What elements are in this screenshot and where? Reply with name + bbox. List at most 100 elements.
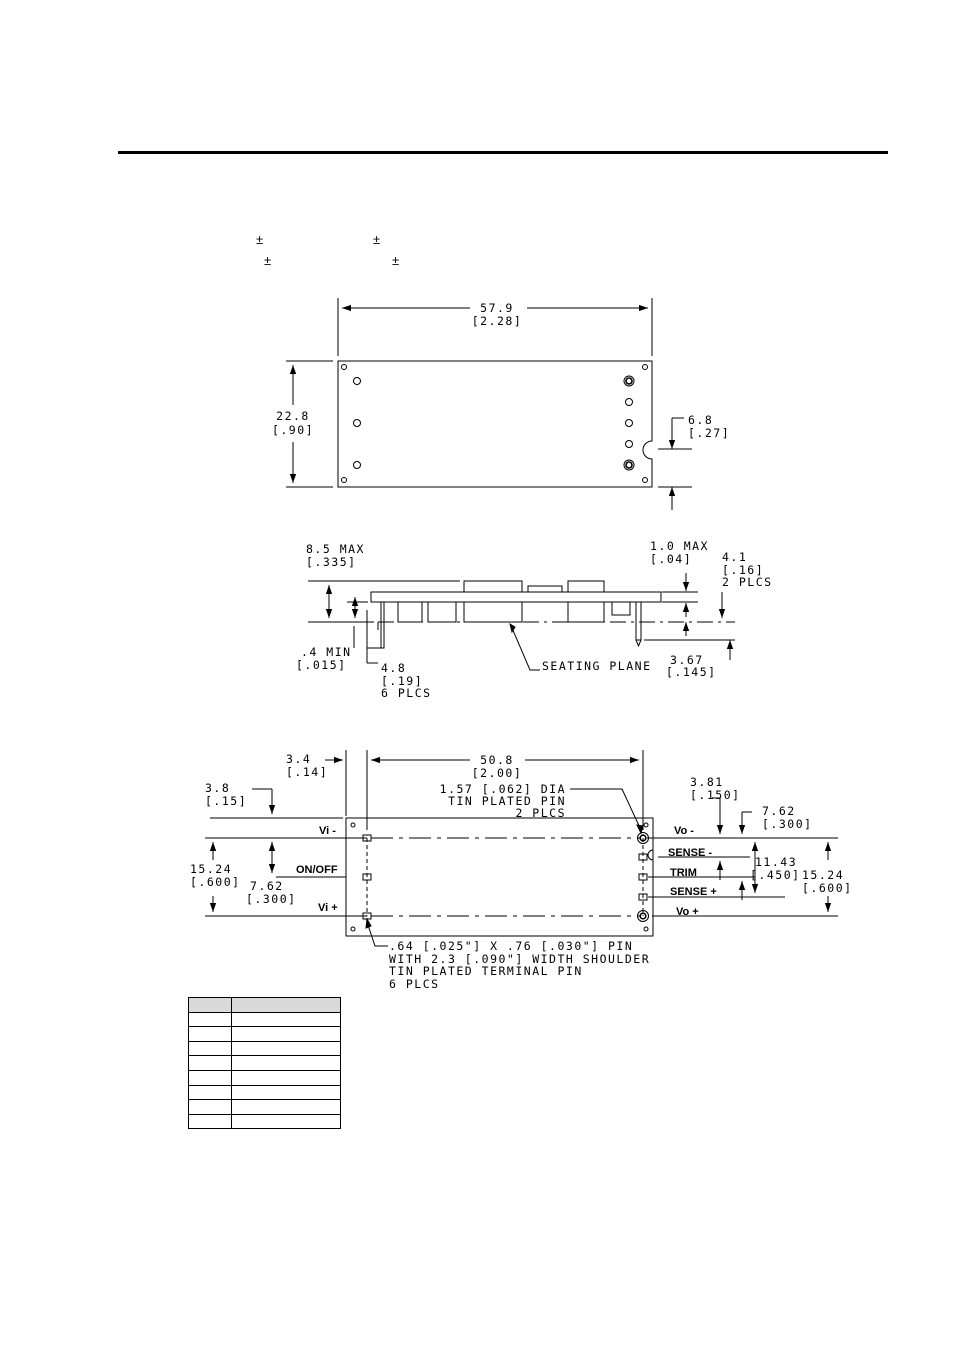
signal-sense-plus: SENSE + [670,886,717,898]
pin-table-header [188,997,341,1013]
signal-trim: TRIM [670,867,697,879]
signal-vi-plus: Vi + [318,902,338,914]
small-pin [362,873,372,881]
dim-right-span-mm: 15.24 [802,868,844,882]
bottom-view [205,750,838,947]
signal-sense-minus: SENSE - [668,847,712,859]
small-pin [362,834,372,842]
table-row [188,1026,341,1042]
dim-sense-offset-mm: 3.81 [690,775,724,789]
dim-length-mm: 57.9 [480,301,514,315]
component [463,580,523,593]
dim-pin-small-in: [.19] [381,674,423,688]
dim-sense-offset-in: [.150] [690,788,741,802]
large-pin-hole [623,459,635,471]
large-pin-note: TIN PLATED PIN [448,794,566,808]
dim-width-mm: 22.8 [276,409,310,423]
signal-vo-minus: Vo - [674,825,694,837]
signal-vi-minus: Vi - [319,825,336,837]
component [463,601,523,623]
pin-table [188,997,341,1130]
mount-hole [642,364,648,370]
pin-hole [625,398,633,406]
small-pin-note: TIN PLATED TERMINAL PIN [389,964,583,978]
top-view-outline [337,360,653,488]
dim-left-span-in: [.600] [190,875,241,889]
pin-hole [353,461,361,469]
table-row [188,1084,341,1101]
dim-pin-large-qty: 2 PLCS [722,575,773,589]
dim-pin-len-in: [.145] [666,665,717,679]
table-row [188,1069,341,1086]
pin-hole [625,440,633,448]
small-pin-note: 6 PLCS [389,977,440,991]
table-row [188,1055,341,1071]
pin-table-header-cell [188,997,232,1013]
component [527,585,563,593]
table-row [188,1099,341,1115]
dim-left-span-mm: 15.24 [190,862,232,876]
pin-hole [353,377,361,385]
mount-hole [643,926,649,932]
tolerance-mark: ± [264,253,272,268]
small-pin [638,873,648,881]
tolerance-mark: ± [392,253,400,268]
dim-pin-large-mm: 4.1 [722,550,747,564]
dim-height-max-mm: 8.5 MAX [306,542,365,556]
side-view [308,573,735,671]
mount-hole [341,364,347,370]
small-pin-note: .64 [.025"] X .76 [.030"] PIN [389,939,633,953]
pcb-board [370,591,662,603]
pin-hole [625,419,633,427]
table-row [188,1040,341,1057]
dim-pin-small-mm: 4.8 [381,661,406,675]
bottom-view-outline [345,817,654,937]
dim-top-max-mm: 1.0 MAX [650,539,709,553]
dim-pin-large-in: [.16] [722,563,764,577]
component [611,601,631,616]
large-pin-hole [623,375,635,387]
signal-vo-plus: Vo + [676,906,699,918]
tolerance-mark: ± [373,232,381,247]
large-pin-note: 2 PLCS [515,806,566,820]
dim-offset-x-in: [.14] [286,765,328,779]
mount-hole [643,822,649,828]
mount-hole [642,477,648,483]
dim-pin-len-mm: 3.67 [670,653,704,667]
dim-length-in: [2.28] [472,314,523,328]
small-pin-note: WITH 2.3 [.090"] WIDTH SHOULDER [389,952,650,966]
dim-notch-in: [.27] [688,426,730,440]
dim-top-max-in: [.04] [650,552,692,566]
dim-onoff-in: [.300] [246,892,297,906]
dim-sense-plus-mm: 11.43 [755,855,797,869]
dim-height-max-in: [.335] [306,555,357,569]
tolerance-mark: ± [256,232,264,247]
dim-standoff-in: [.015] [296,658,347,672]
small-pin [638,853,648,861]
dim-pitch-in: [2.00] [472,766,523,780]
dim-sense-plus-in: [.450] [750,868,801,882]
component [427,601,457,623]
top-view [286,298,692,510]
dim-pitch-mm: 50.8 [480,753,514,767]
large-pin-side [635,601,642,641]
table-row [188,1011,341,1028]
dim-trim-offset-mm: 7.62 [762,804,796,818]
pin-table-header-cell [231,997,341,1013]
dim-pin-small-qty: 6 PLCS [381,686,432,700]
mount-hole [350,822,356,828]
dim-standoff-mm: .4 MIN [301,645,352,659]
header-rule [118,151,888,154]
dim-offset-x-mm: 3.4 [286,752,311,766]
mount-hole [341,477,347,483]
dim-notch-mm: 6.8 [688,413,713,427]
large-pin [637,910,649,922]
component [397,601,423,623]
seating-plane-label: SEATING PLANE [542,659,652,673]
pin-hole [353,419,361,427]
component [567,580,605,593]
signal-on-off: ON/OFF [296,864,338,876]
mount-hole [350,926,356,932]
table-row [188,1113,341,1130]
